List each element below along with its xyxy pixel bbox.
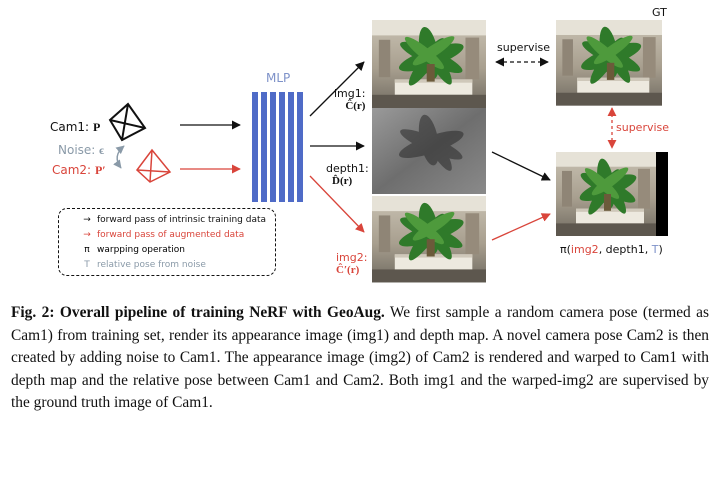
cam1-camera-icon xyxy=(108,102,147,142)
cam1-label: Cam1: P xyxy=(50,120,101,134)
cam2-symbol: P′ xyxy=(94,163,106,177)
legend-item-augmented: → forward pass of augmented data xyxy=(77,230,244,240)
depth1-to-warp-arrow xyxy=(491,151,551,181)
caption-title: Overall pipeline of training NeRF with G… xyxy=(59,304,385,321)
gt-image xyxy=(556,20,662,106)
mlp-label: MLP xyxy=(266,71,291,85)
noise-label: Noise: ϵ xyxy=(58,143,105,157)
img1-render xyxy=(372,20,486,108)
warped-img2-image xyxy=(556,152,668,236)
img2-render xyxy=(372,196,486,283)
depth1-symbol: D̂(r) xyxy=(332,175,353,187)
legend-box: → forward pass of intrinsic training dat… xyxy=(58,208,276,276)
pi-icon: π xyxy=(84,245,90,255)
t-icon: T xyxy=(84,260,90,270)
gt-label: GT xyxy=(652,6,667,19)
img1-label: img1: Ĉ(r) xyxy=(334,87,366,112)
red-arrow-icon: → xyxy=(83,230,91,240)
img1-symbol: Ĉ(r) xyxy=(345,100,366,112)
mlp-to-img2-arrow xyxy=(309,175,365,233)
cam1-symbol: P xyxy=(92,120,101,134)
legend-item-relative-pose: T relative pose from noise xyxy=(77,260,206,270)
depth1-label: depth1: D̂(r) xyxy=(326,162,369,187)
pipeline-figure xyxy=(108,20,668,283)
legend-item-intrinsic: → forward pass of intrinsic training dat… xyxy=(77,215,266,225)
supervise-top-label: supervise xyxy=(497,41,551,54)
cam2-label: Cam2: P′ xyxy=(52,163,106,177)
cam2-camera-icon xyxy=(135,148,172,183)
img2-label: img2: Ĉ′(r) xyxy=(336,251,368,276)
mlp-to-img1-arrow xyxy=(309,61,365,117)
depth1-render xyxy=(372,108,486,194)
supervise-right-label: supervise xyxy=(616,121,670,134)
img2-symbol: Ĉ′(r) xyxy=(336,264,360,276)
img2-to-warp-arrow xyxy=(491,213,551,241)
legend-item-warp: π warpping operation xyxy=(77,245,185,255)
noise-symbol: ϵ xyxy=(99,143,105,157)
noise-arrow-icon xyxy=(113,145,125,169)
caption-label: Fig. 2: xyxy=(11,304,55,321)
caption-body: We first sample a random camera pose (te… xyxy=(11,304,709,412)
warp-label: π(img2, depth1, T) xyxy=(560,243,663,256)
figure-caption: Fig. 2: Overall pipeline of training NeR… xyxy=(11,302,709,415)
black-arrow-icon: → xyxy=(83,215,91,225)
